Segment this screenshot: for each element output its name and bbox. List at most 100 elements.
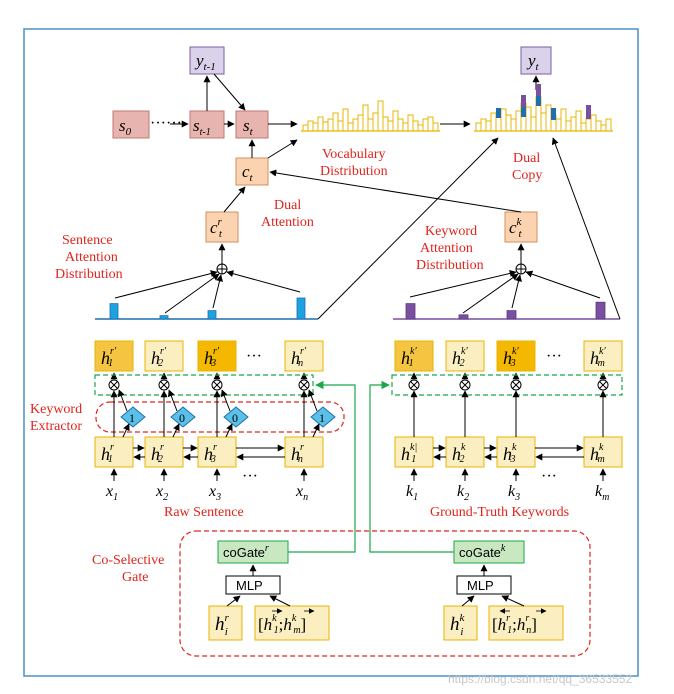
co-selective-label-1: Co-Selective — [92, 553, 164, 568]
vocab-bar — [327, 118, 334, 132]
multiply-node — [408, 379, 420, 391]
svg-text:hr′2: hr′2 — [151, 346, 167, 369]
co-selective-label-2: Gate — [122, 570, 148, 585]
copy-bar — [555, 118, 562, 132]
copy-bar — [575, 110, 582, 132]
vocab-bar — [302, 124, 309, 132]
ellipsis: ··· — [541, 468, 557, 485]
keyword-gate-box — [391, 374, 623, 396]
ground-truth-label: Ground-Truth Keywords — [430, 505, 569, 520]
vocab-bar — [407, 114, 414, 132]
left-cogate-node: coGater — [217, 540, 289, 564]
vocab-bar — [402, 122, 409, 132]
decoder-dots: ······ — [150, 115, 182, 132]
sentence-attention-bars — [109, 297, 306, 320]
multiply-node — [510, 379, 522, 391]
copy-highlight-bar — [521, 95, 526, 107]
keyword-attention-label-1: Keyword — [425, 224, 477, 239]
svg-text:coGater: coGater — [223, 543, 269, 560]
sentence-input: xn — [295, 483, 308, 503]
s0-node: s0 — [112, 110, 150, 139]
svg-text:hr′1: hr′1 — [101, 346, 117, 369]
svg-text:1: 1 — [129, 411, 135, 425]
copy-bar — [580, 122, 587, 132]
vocab-bar — [412, 120, 419, 132]
y-prev-node: yt-1 — [189, 46, 225, 75]
vocab-bar — [427, 116, 434, 132]
svg-text:MLP: MLP — [236, 578, 263, 593]
svg-text:s0: s0 — [119, 116, 132, 138]
vocab-bar — [322, 121, 329, 132]
copy-bar — [475, 122, 482, 132]
keyword-output-node: hk′m — [583, 340, 623, 372]
outer-frame — [23, 28, 639, 677]
keyword-attention-label-3: Distribution — [416, 258, 484, 273]
svg-text:[hr1;hrn]: [hr1;hrn] — [492, 613, 537, 636]
watermark: https://blog.csdn.net/qq_36533552 — [448, 672, 632, 686]
sentence-sum-node — [216, 263, 228, 275]
copy-bar — [590, 114, 597, 132]
svg-text:1: 1 — [319, 411, 325, 425]
keyword-extractor-box — [95, 401, 345, 433]
vocab-bar — [392, 110, 399, 132]
vocab-bar — [397, 118, 404, 132]
vocab-bar — [337, 120, 344, 132]
multiply-node — [108, 379, 120, 391]
svg-text:MLP: MLP — [467, 578, 494, 593]
extractor-diamond: 0 — [223, 406, 249, 428]
svg-text:ct: ct — [242, 162, 254, 184]
svg-text:yt-1: yt-1 — [194, 51, 216, 73]
right-cogate-node: coGatek — [453, 540, 525, 564]
ellipsis: ··· — [242, 468, 258, 485]
copy-bar — [485, 120, 492, 132]
co-selective-gate-box — [179, 530, 591, 657]
copy-bar — [585, 118, 592, 132]
sentence-gate-box — [94, 374, 314, 396]
svg-text:hk3: hk3 — [503, 442, 517, 465]
dual-copy-label-2: Copy — [512, 168, 542, 183]
svg-text:hr3: hr3 — [204, 442, 217, 465]
keyword-attention-bar — [595, 301, 606, 320]
copy-bar — [525, 106, 532, 132]
svg-text:st-1: st-1 — [193, 116, 211, 138]
keyword-attention-bar — [458, 314, 469, 320]
vocab-bar — [432, 122, 439, 132]
vocabulary-distribution — [301, 100, 440, 132]
multiply-node — [211, 379, 223, 391]
copy-bar — [560, 108, 567, 132]
svg-text:hri: hri — [215, 612, 230, 638]
left-mlp-node: MLP — [225, 575, 281, 595]
keyword-attention-bar — [506, 310, 517, 320]
sentence-attention-label-1: Sentence — [62, 233, 113, 248]
vocab-label-2: Distribution — [320, 164, 388, 179]
dual-copy-distribution — [474, 84, 613, 132]
svg-text:hk′1: hk′1 — [401, 346, 417, 369]
sentence-output-node: hr′1 — [94, 340, 134, 372]
gate-arrows — [226, 564, 525, 607]
svg-text:[hk1;hkm]: [hk1;hkm] — [258, 613, 306, 636]
copy-highlight-bar — [551, 108, 556, 120]
keyword-input: k2 — [457, 483, 469, 503]
copy-bar — [495, 116, 502, 132]
sentence-input: x2 — [155, 483, 168, 503]
svg-text:hk′2: hk′2 — [452, 346, 468, 369]
copy-bar — [480, 118, 487, 132]
copy-highlight-bar — [586, 105, 591, 119]
keyword-input: k3 — [508, 483, 520, 503]
svg-text:hr2: hr2 — [151, 442, 164, 465]
vocab-bar — [347, 122, 354, 132]
multiply-node — [298, 379, 310, 391]
multiply-node — [597, 379, 609, 391]
vocab-bar — [342, 108, 349, 132]
sentence-attention-bar — [159, 315, 169, 320]
vocab-bar — [367, 118, 374, 132]
